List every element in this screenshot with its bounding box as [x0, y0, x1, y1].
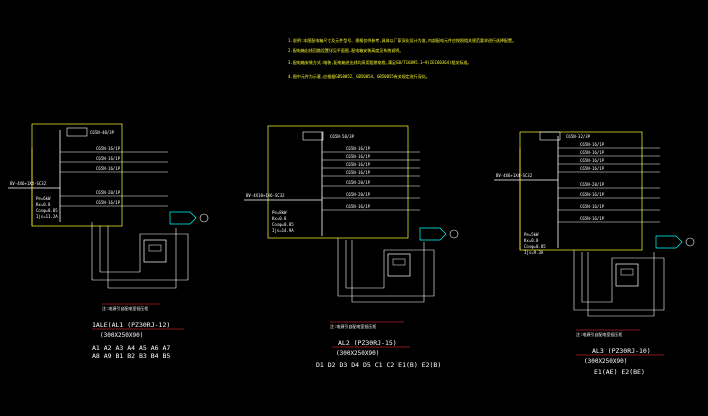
panel-1-circuit-1-code: C65N-16/1P — [96, 146, 121, 151]
panel-1-circuit-4-code: C65N-20/1P — [96, 190, 121, 195]
panel-2-control-loop — [337, 238, 435, 297]
panel-1-spec-4: Ijs=11.2A — [36, 214, 58, 219]
panel-3-spec-1: Pe=5kW — [524, 232, 539, 237]
panel-2-main-breaker-label: C65N-50/3P — [330, 134, 355, 139]
panel-2-spec-1: Pe=8kW — [272, 210, 287, 215]
panel-2-circuit-3-code: C65N-16/1P — [346, 162, 371, 167]
panel-3-control-loop — [573, 250, 665, 311]
panel-2-incoming-label: BV-4X10+1X6-SC32 — [246, 193, 285, 198]
panel-1-circuit-2-code: C65N-16/1P — [96, 156, 121, 161]
panel-3-circuit-5-code: C65N-20/1P — [580, 182, 605, 187]
panel-2-controller — [387, 253, 411, 277]
panel-2-spec-4: Ijs=14.9A — [272, 228, 294, 233]
panel-1-main-breaker — [66, 127, 88, 137]
panel-2-meter-device — [419, 227, 447, 241]
panel-1-spec-1: Pe=6kW — [36, 196, 51, 201]
panel-3-size: (300X250X90) — [584, 358, 627, 365]
panel-3-spec-3: Cosφ=0.85 — [524, 244, 546, 249]
panel-1-incoming-label: BV-4X6+1X4-SC32 — [10, 181, 47, 186]
panel-2-size: (300X250X90) — [336, 350, 379, 357]
note-line-4: 4.图中元件为示意,应根据GB50052、GB50054、GB50055有关规定… — [288, 73, 430, 79]
panel-3-circuit-1-code: C65N-16/1P — [580, 142, 605, 147]
panel-2-circuit-2-code: C65N-16/1P — [346, 154, 371, 159]
panel-1-controller — [143, 239, 167, 263]
panel-2-circuit-1-code: C65N-16/1P — [346, 146, 371, 151]
panel-2-spec-3: Cosφ=0.85 — [272, 222, 294, 227]
panel-3-spec-2: Kx=0.8 — [524, 238, 539, 243]
panel-2-spec-2: Kx=0.8 — [272, 216, 287, 221]
panel-1-main-breaker-label: C65N-40/3P — [90, 130, 115, 135]
panel-1-circuit-3-code: C65N-16/1P — [96, 166, 121, 171]
panel-1-phases-1: A1 A2 A3 A4 A5 A6 A7 — [92, 344, 170, 352]
panel-3-main-breaker — [539, 131, 561, 141]
panel-3-spec-4: Ijs=9.3A — [524, 250, 544, 255]
note-line-1: 1.说明:本图配电箱尺寸及元件型号、规格仅供参考,具体以厂家深化设计为准,内部配… — [288, 37, 516, 43]
panel-2-circuit-6-code: C65N-20/1P — [346, 192, 371, 197]
panel-3-circuit-4-code: C65N-16/1P — [580, 166, 605, 171]
panel-2-bottom-note: 注:电源引自配电室低压柜 — [330, 323, 376, 329]
panel-3-circuit-2-code: C65N-16/1P — [580, 150, 605, 155]
panel-2-circuit-4-code: C65N-16/1P — [346, 170, 371, 175]
panel-1-size: (300X250X90) — [100, 332, 143, 339]
panel-3-circuit-6-code: C65N-16/1P — [580, 192, 605, 197]
panel-3-incoming-label: BV-4X6+1X4-SC32 — [496, 173, 533, 178]
panel-3-main-breaker-label: C65N-32/3P — [566, 134, 591, 139]
panel-1-spec-3: Cosφ=0.85 — [36, 208, 58, 213]
panel-2-circuit-7-code: C65N-16/1P — [346, 204, 371, 209]
panel-3-phases-1: E1(AE) E2(BE) — [594, 368, 645, 376]
panel-1-name: 1ALE(AL1 (PZ30RJ-12) — [92, 321, 170, 329]
panel-2-phases-1: D1 D2 D3 D4 D5 C1 C2 E1(B) E2(B) — [316, 361, 441, 369]
note-line-3: 3.配电箱安装方式:暗装,配电箱进出线均采用阻燃电缆,满足GB/T16895.1… — [288, 59, 471, 65]
panel-2-main-breaker — [302, 131, 324, 141]
panel-3-circuit-3-code: C65N-16/1P — [580, 158, 605, 163]
panel-3-name: AL3 (PZ30RJ-10) — [592, 347, 651, 355]
panel-1-spec-2: Kx=0.8 — [36, 202, 51, 207]
panel-3-circuit-8-code: C65N-16/1P — [580, 216, 605, 221]
panel-1-bottom-note: 注:电源引自配电室低压柜 — [102, 305, 148, 311]
note-line-2: 2.配电箱出线回路设置详见平面图,配电箱安装高度见系统说明。 — [288, 47, 403, 53]
panel-3-meter-device — [655, 235, 683, 249]
panel-3-circuit-7-code: C65N-16/1P — [580, 204, 605, 209]
panel-3-bottom-note: 注:电源引自配电室低压柜 — [576, 331, 622, 337]
panel-3-controller — [615, 263, 639, 287]
panel-1-phases-2: A8 A9 B1 B2 B3 B4 B5 — [92, 352, 170, 360]
panel-1-meter-device — [169, 211, 197, 225]
panel-1-circuit-5-code: C65N-16/1P — [96, 200, 121, 205]
panel-2-name: AL2 (PZ30RJ-15) — [338, 339, 397, 347]
panel-2-circuit-5-code: C65N-20/1P — [346, 180, 371, 185]
